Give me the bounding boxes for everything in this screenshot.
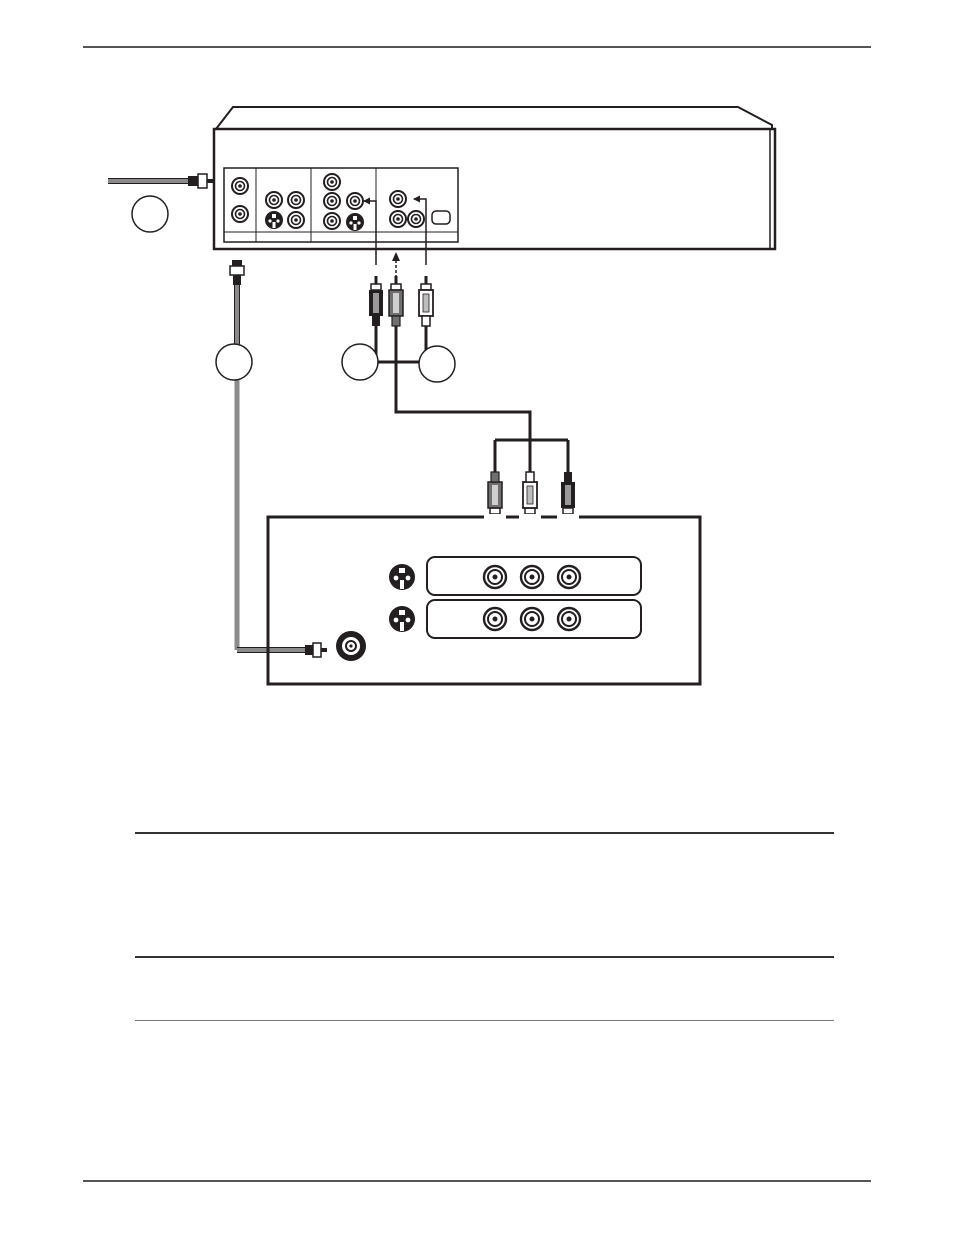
- signal-arrow-icon: [413, 195, 427, 265]
- table-rule-middle: [135, 956, 834, 958]
- rca-jack-icon: [346, 192, 364, 210]
- svideo-jack-icon: [389, 564, 415, 590]
- header-rule: [83, 46, 871, 48]
- table-rule-top: [135, 832, 834, 834]
- rca-jack-icon: [556, 564, 582, 590]
- switch-icon: [431, 210, 451, 225]
- tv-back-panel: [266, 514, 702, 686]
- antenna-input-cable: [108, 173, 213, 189]
- source-device: [212, 106, 777, 251]
- signal-arrow-icon: [363, 197, 377, 265]
- tv-input-row-1: [389, 556, 642, 596]
- rca-jack-icon: [482, 606, 508, 632]
- video-audio-cables: [374, 326, 570, 472]
- footer-rule: [83, 1180, 871, 1182]
- rca-jack-icon: [287, 211, 305, 229]
- svideo-jack-icon: [389, 606, 415, 632]
- coax-connector-icon: [229, 260, 245, 285]
- rca-jack-icon: [407, 210, 425, 228]
- rca-jack-icon: [482, 564, 508, 590]
- callout-audio-cable: [418, 345, 456, 383]
- rca-jack-icon: [519, 606, 545, 632]
- rca-jack-icon: [231, 205, 249, 223]
- rca-jack-icon: [323, 212, 341, 230]
- svideo-jack-icon: [346, 213, 364, 231]
- tv-input-row-2: [389, 599, 642, 639]
- rca-plug-icon: [388, 275, 404, 327]
- callout-rf-cable: [215, 343, 253, 381]
- rca-jack-icon: [519, 564, 545, 590]
- coax-connector-icon: [188, 173, 213, 189]
- coax-connector-icon: [305, 642, 327, 658]
- rca-jack-icon: [265, 191, 283, 209]
- table-rule-bottom: [135, 1020, 834, 1021]
- rca-jack-icon: [287, 191, 305, 209]
- rca-jack-icon: [389, 210, 407, 228]
- source-jack-panel: [223, 167, 459, 243]
- rca-jack-icon: [323, 173, 341, 191]
- rca-plug-icon: [418, 275, 434, 327]
- rca-jack-icon: [389, 190, 407, 208]
- svideo-jack-icon: [265, 211, 283, 229]
- rca-jack-icon: [556, 606, 582, 632]
- rca-plug-icon: [368, 275, 384, 327]
- tv-antenna-input-icon: [336, 631, 366, 661]
- rca-jack-icon: [231, 177, 249, 195]
- callout-video-cable: [341, 343, 379, 381]
- rca-jack-icon: [323, 192, 341, 210]
- signal-arrow-icon: [392, 252, 400, 278]
- rf-cable: [229, 260, 327, 658]
- callout-antenna-in: [131, 195, 169, 233]
